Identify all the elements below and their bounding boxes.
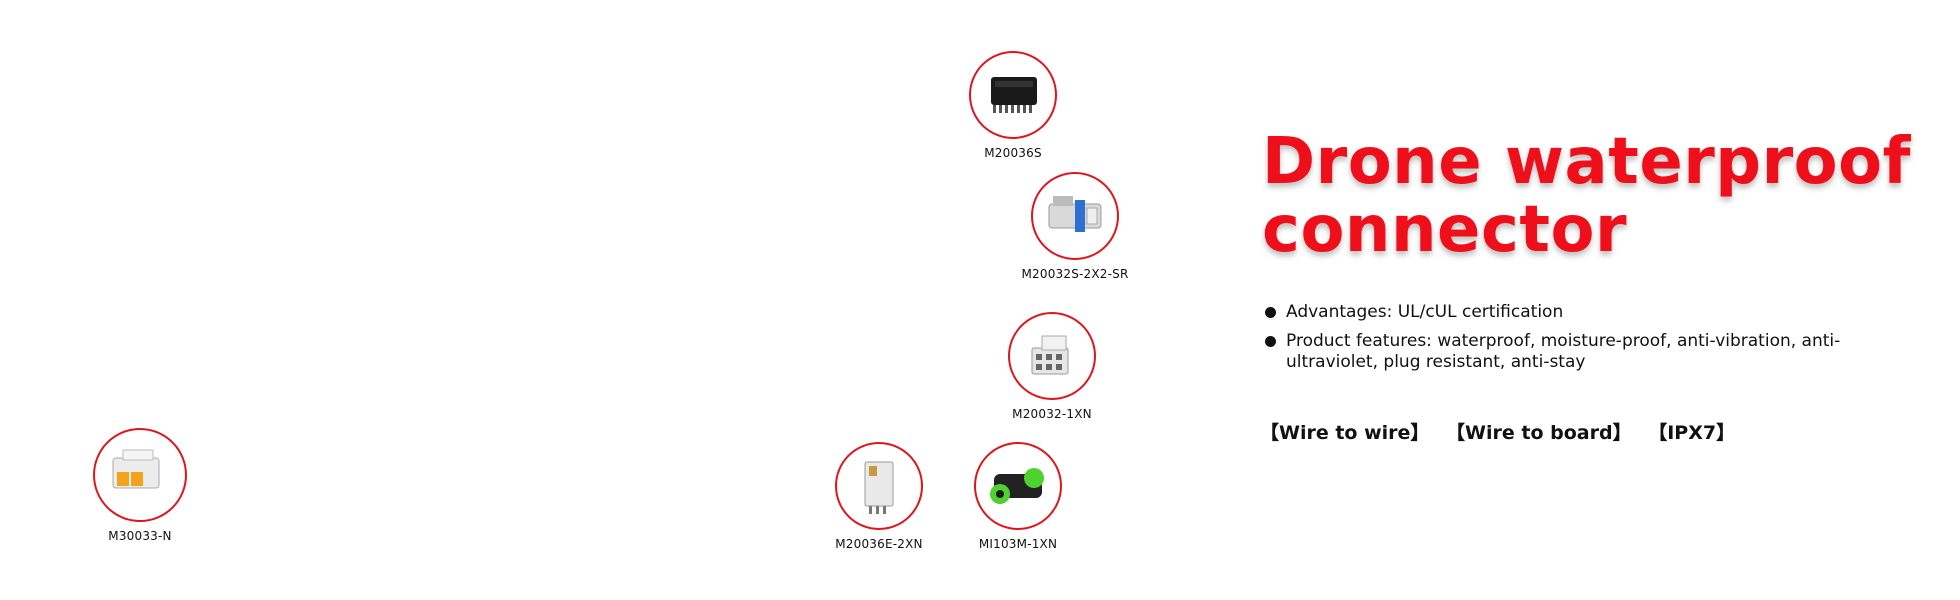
product-image-circle xyxy=(835,442,923,530)
product-image-circle xyxy=(1008,312,1096,400)
page-title: Drone waterproof connector xyxy=(1262,128,1922,264)
feature-text: Advantages: UL/cUL certification xyxy=(1286,302,1564,322)
product-label: M20036S xyxy=(984,146,1042,160)
white-blue-connector-icon xyxy=(1048,196,1102,232)
feature-item: Advantages: UL/cUL certification xyxy=(1262,302,1902,323)
feature-item: Product features: waterproof, moisture-p… xyxy=(1262,331,1902,373)
product-label: M30033-N xyxy=(108,529,172,543)
bullet-icon xyxy=(1265,307,1276,318)
product-m30033[interactable]: M30033-N xyxy=(70,428,210,543)
product-m20036e[interactable]: M20036E-2XN xyxy=(809,442,949,551)
tag-wire-to-board: 【Wire to board】 xyxy=(1446,422,1632,444)
black-connector-icon xyxy=(991,77,1037,113)
tag-row: 【Wire to wire】 【Wire to board】 【IPX7】 xyxy=(1260,418,1745,445)
product-mi103m[interactable]: MI103M-1XN xyxy=(948,442,1088,551)
product-image-circle xyxy=(1031,172,1119,260)
product-m20032s[interactable]: M20032S-2X2-SR xyxy=(1005,172,1145,281)
product-label: MI103M-1XN xyxy=(978,537,1058,551)
product-image-circle xyxy=(974,442,1062,530)
title-line-1: Drone waterproof xyxy=(1262,125,1911,199)
feature-text: Product features: waterproof, moisture-p… xyxy=(1286,331,1841,372)
product-m20032-1xn[interactable]: M20032-1XN xyxy=(982,312,1122,421)
white-connector-icon xyxy=(1031,335,1069,375)
feature-list: Advantages: UL/cUL certification Product… xyxy=(1262,302,1902,381)
tag-wire-to-wire: 【Wire to wire】 xyxy=(1260,422,1430,444)
title-line-2: connector xyxy=(1262,193,1627,267)
green-connector-icon xyxy=(990,468,1044,504)
product-m20036s[interactable]: M20036S xyxy=(943,51,1083,160)
product-image-circle xyxy=(969,51,1057,139)
bullet-icon xyxy=(1265,336,1276,347)
tag-ipx7: 【IPX7】 xyxy=(1648,422,1736,444)
orange-connector-icon xyxy=(112,449,160,489)
product-label: M20032S-2X2-SR xyxy=(1021,267,1129,281)
product-label: M20036E-2XN xyxy=(835,537,923,551)
gray-connector-icon xyxy=(864,461,894,514)
product-label: M20032-1XN xyxy=(1012,407,1092,421)
product-image-circle xyxy=(93,428,187,522)
